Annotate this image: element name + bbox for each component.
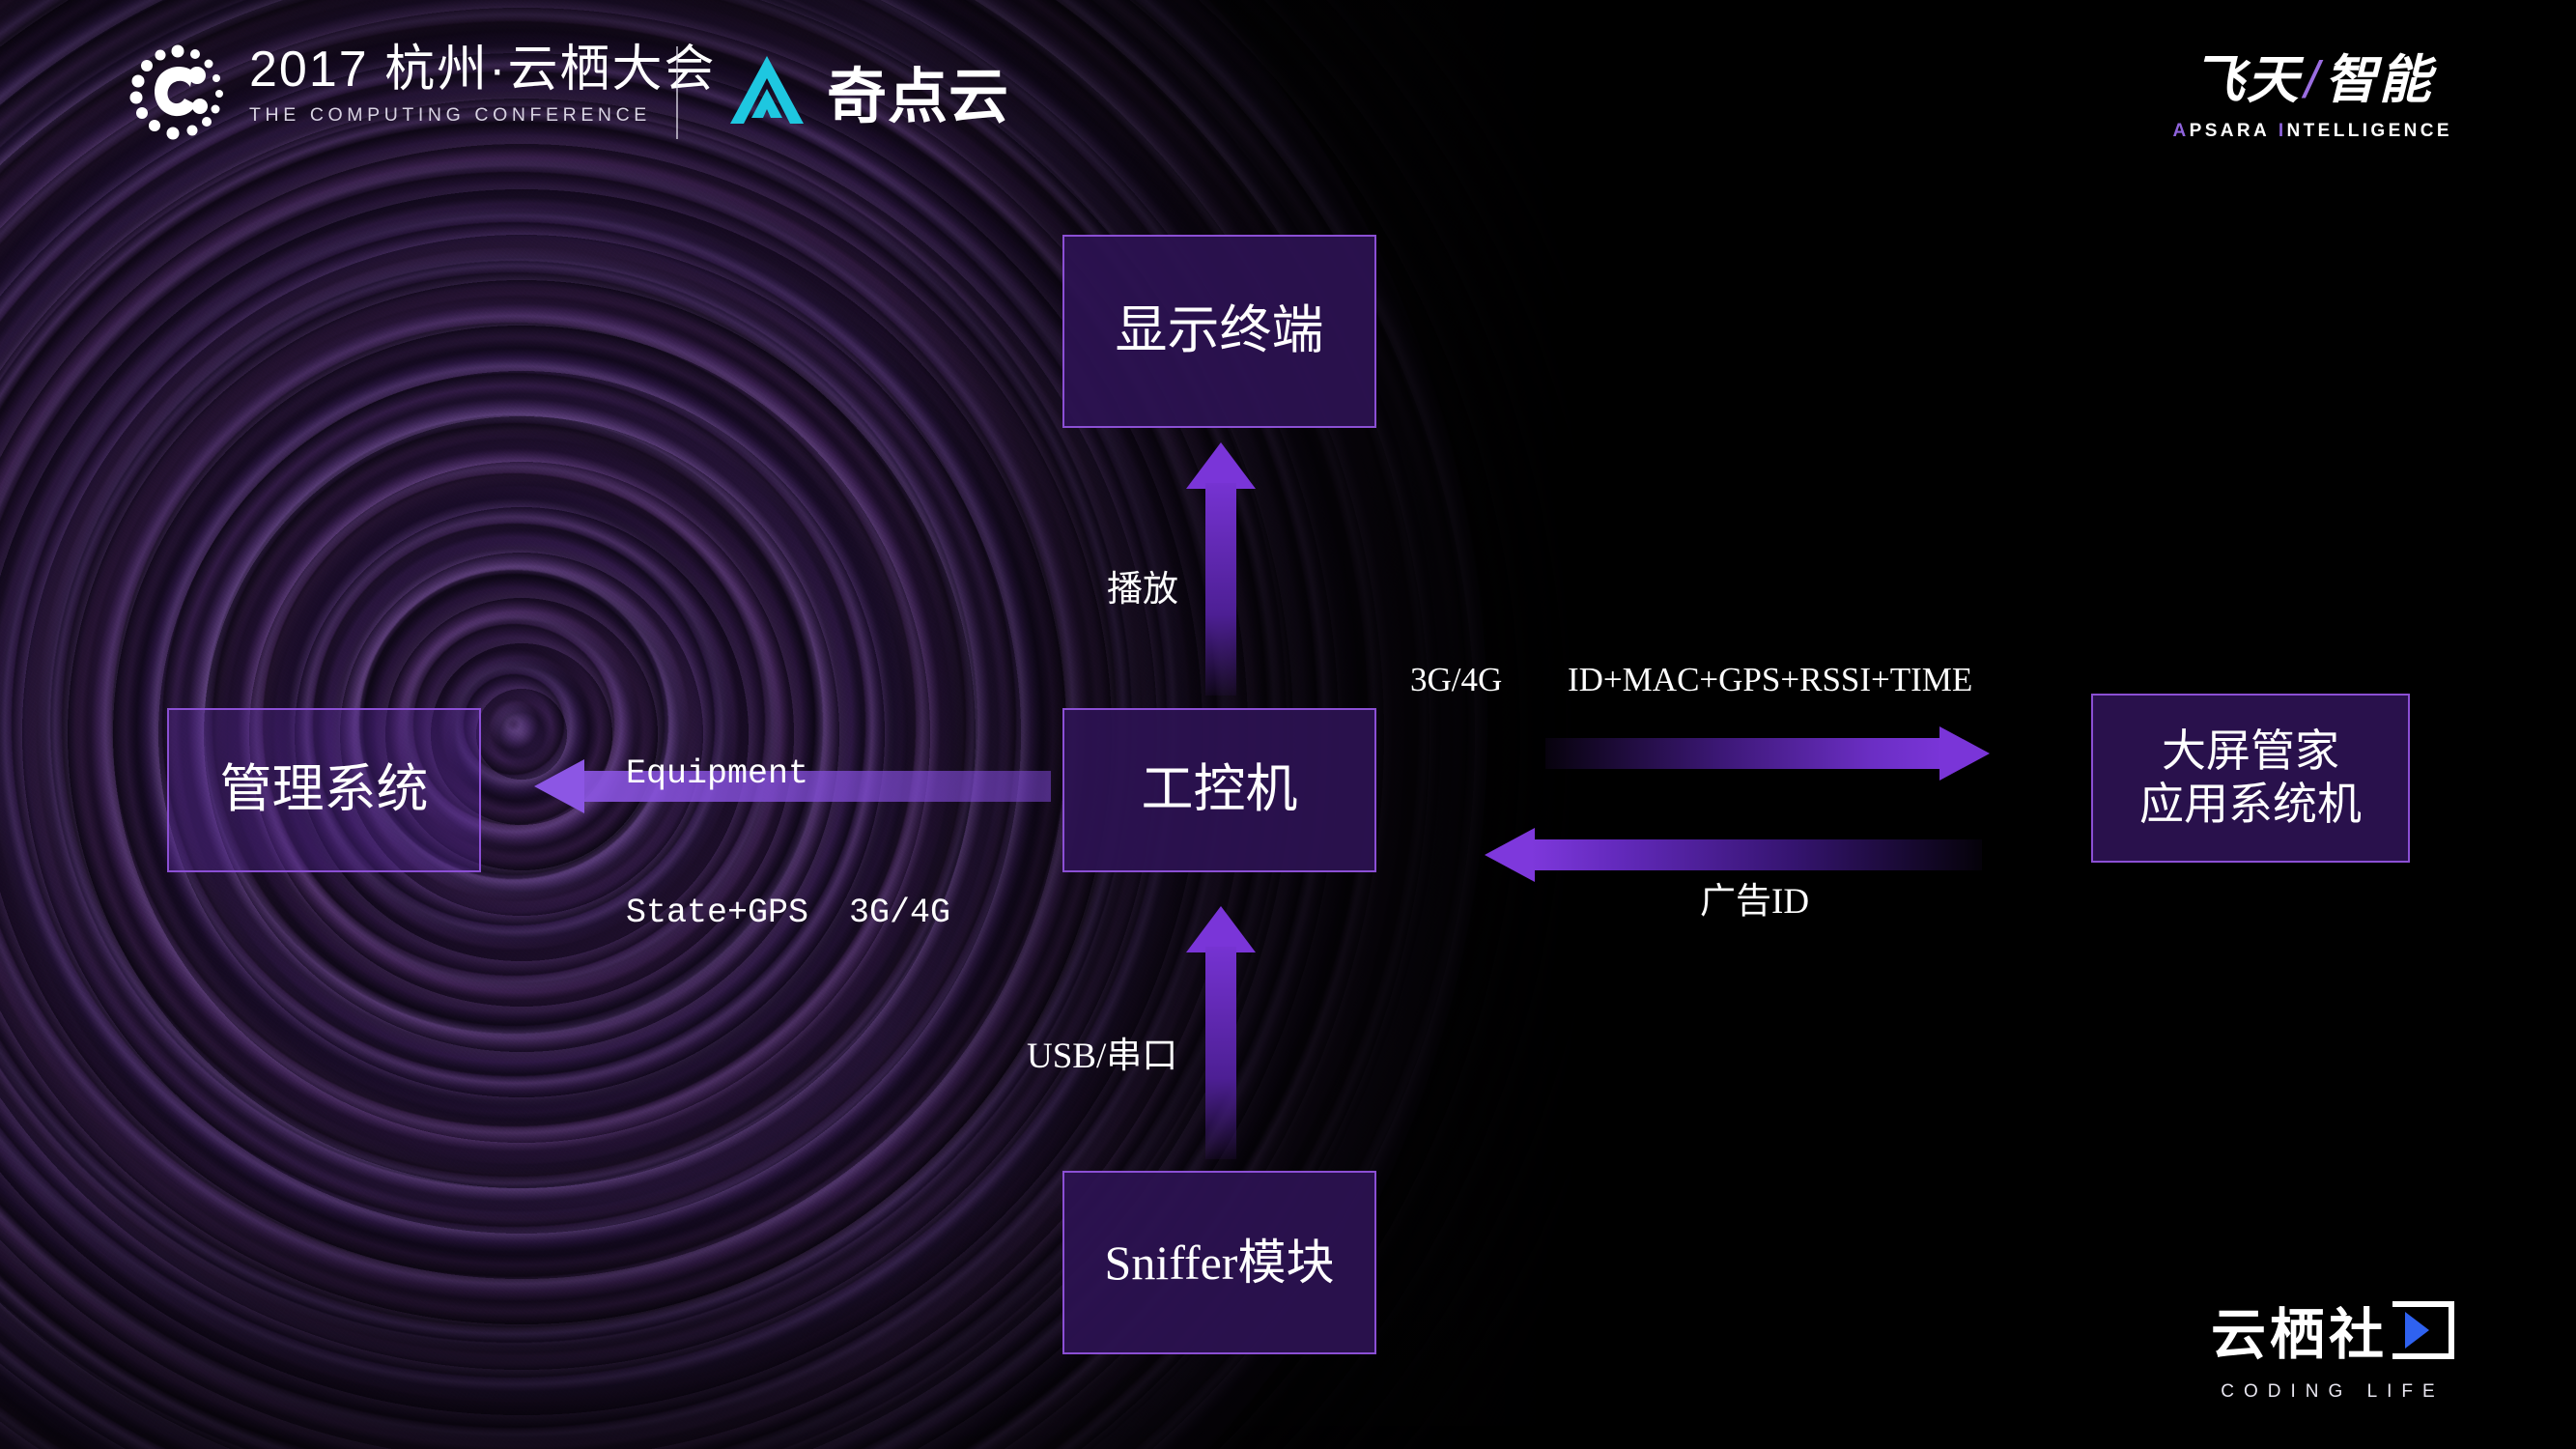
- node-management-system-label: 管理系统: [219, 760, 429, 819]
- arrow-pc-to-display-head: [1186, 442, 1256, 489]
- conference-title: 2017 杭州·云栖大会: [249, 42, 717, 98]
- apsara-separator: /: [2304, 51, 2321, 109]
- yunqi-community-logo: 云栖社 CODING LIFE: [2211, 1291, 2454, 1403]
- arrow-pc-to-bigscreen-head: [1939, 726, 1990, 781]
- arrow-sniffer-to-pc: [1186, 906, 1256, 1159]
- edge-label-ad-id: 广告ID: [1700, 882, 1810, 922]
- arrow-sniffer-to-pc-shaft: [1205, 947, 1236, 1159]
- apsara-en-ntelligence: NTELLIGENCE: [2286, 121, 2452, 141]
- apsara-intelligence-logo: 飞天/智能 APSARA INTELLIGENCE: [2173, 37, 2452, 142]
- apsara-en-i: I: [2278, 121, 2287, 141]
- apsara-en-a: A: [2172, 121, 2190, 141]
- arrow-bigscreen-to-pc-head: [1485, 828, 1535, 882]
- arrow-pc-to-management-shaft: [580, 771, 1051, 802]
- yunqi-cn-title: 云栖社: [2211, 1291, 2454, 1370]
- apsara-cn-left: 飞天: [2192, 51, 2301, 109]
- node-bigscreen-butler-line2: 应用系统机: [2139, 779, 2362, 829]
- arrow-pc-to-management: [534, 759, 1051, 813]
- edge-label-id-mac-gps-rssi-time: ID+MAC+GPS+RSSI+TIME: [1568, 661, 1973, 698]
- apsara-en-title: APSARA INTELLIGENCE: [2173, 121, 2452, 142]
- yunqi-en-tagline: CODING LIFE: [2221, 1381, 2445, 1402]
- slide-header: 2017 杭州·云栖大会 THE COMPUTING CONFERENCE 奇点…: [0, 0, 2576, 145]
- node-industrial-pc-label: 工控机: [1141, 760, 1298, 819]
- node-sniffer-module-label: Sniffer模块: [1104, 1235, 1335, 1290]
- node-bigscreen-butler[interactable]: 大屏管家 应用系统机: [2091, 694, 2410, 863]
- arrow-pc-to-display-shaft: [1205, 483, 1236, 696]
- arrow-bigscreen-to-pc-shaft: [1531, 839, 1982, 870]
- conference-subtitle: THE COMPUTING CONFERENCE: [249, 104, 651, 127]
- edge-label-equipment-line1: Equipment: [626, 753, 809, 793]
- arrow-sniffer-to-pc-head: [1186, 906, 1256, 952]
- header-divider: [676, 46, 678, 139]
- node-bigscreen-butler-text: 大屏管家 应用系统机: [2139, 725, 2362, 831]
- node-management-system[interactable]: 管理系统: [167, 708, 481, 872]
- node-bigscreen-butler-line1: 大屏管家: [2162, 726, 2339, 777]
- yunqi-qu-glyph: [2392, 1301, 2454, 1359]
- conference-logo-text: 2017 杭州·云栖大会 THE COMPUTING CONFERENCE: [249, 42, 717, 127]
- yunqi-qu-box: [2392, 1301, 2454, 1359]
- node-industrial-pc[interactable]: 工控机: [1062, 708, 1376, 872]
- arrow-pc-to-display: [1186, 442, 1256, 696]
- edge-label-equipment-state: Equipment State+GPS 3G/4G: [626, 657, 950, 1030]
- arrow-pc-to-bigscreen: [1545, 726, 1990, 781]
- arrow-pc-to-bigscreen-shaft: [1545, 738, 1943, 769]
- apsara-cn-title: 飞天/智能: [2173, 37, 2452, 113]
- edge-label-playback: 播放: [1107, 570, 1178, 610]
- singularity-cloud-triangle-icon: [730, 56, 804, 124]
- edge-label-equipment-line2: State+GPS 3G/4G: [626, 894, 951, 933]
- apsara-cn-right: 智能: [2324, 51, 2433, 109]
- edge-label-3g4g: 3G/4G: [1410, 661, 1503, 698]
- yunqi-arrow-icon: [2405, 1312, 2429, 1349]
- node-display-terminal-label: 显示终端: [1115, 301, 1324, 360]
- partner-logo: 奇点云: [722, 46, 1009, 135]
- arrow-pc-to-management-head: [534, 759, 584, 813]
- apsara-en-psara: PSARA: [2189, 121, 2271, 141]
- edge-label-usb-serial: USB/串口: [1027, 1037, 1178, 1076]
- computing-conference-logo: 2017 杭州·云栖大会 THE COMPUTING CONFERENCE: [124, 39, 716, 147]
- yunqi-cn-prefix: 云栖社: [2211, 1304, 2388, 1366]
- node-sniffer-module[interactable]: Sniffer模块: [1062, 1171, 1376, 1354]
- computing-conference-dots-icon: [129, 44, 223, 140]
- node-display-terminal[interactable]: 显示终端: [1062, 235, 1376, 428]
- arrow-bigscreen-to-pc: [1485, 828, 1982, 882]
- partner-name: 奇点云: [827, 64, 1010, 130]
